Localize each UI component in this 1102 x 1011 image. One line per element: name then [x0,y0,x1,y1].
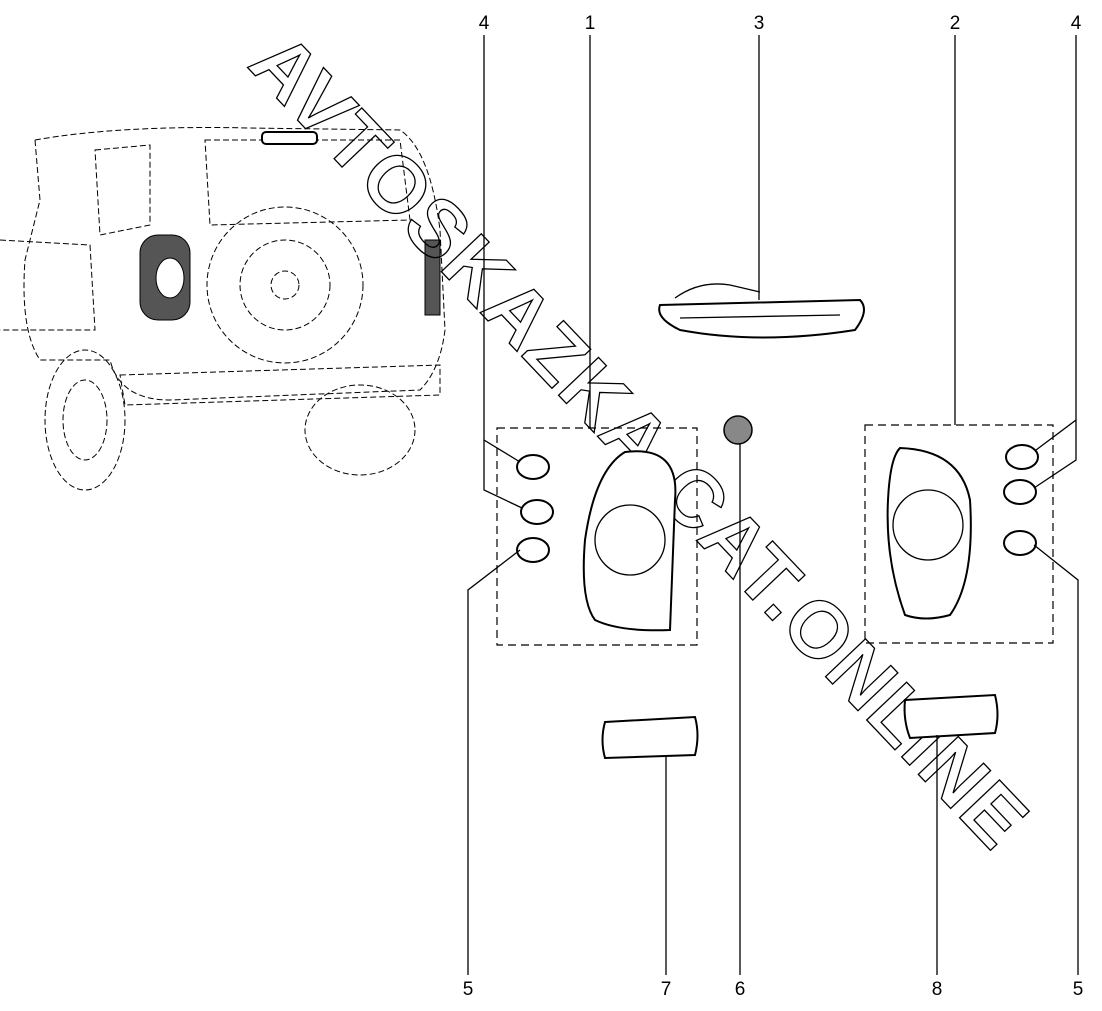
callout-3: 3 [754,13,765,34]
part-8-reflector [903,693,999,740]
callout-2: 2 [950,13,961,34]
bulbs-right [1003,444,1039,556]
part-6-grommet [723,415,753,445]
callout-4-right: 4 [1071,13,1082,34]
leader-lines [467,35,1079,975]
callout-4-left: 4 [479,13,490,34]
callout-1: 1 [585,13,596,34]
part-7-reflector [601,715,699,760]
callout-5-right: 5 [1073,979,1084,1000]
callout-8: 8 [932,979,943,1000]
bulbs-left [516,454,554,563]
part-3-high-mount-stop-lamp [658,283,865,339]
callout-7: 7 [661,979,672,1000]
part-1-left-tail-lamp [582,450,677,632]
right-lamp-kit-box [864,424,1054,644]
callout-6: 6 [735,979,746,1000]
vehicle-illustration [0,127,446,491]
callout-5-left: 5 [463,979,474,1000]
part-2-right-tail-lamp [886,446,972,620]
